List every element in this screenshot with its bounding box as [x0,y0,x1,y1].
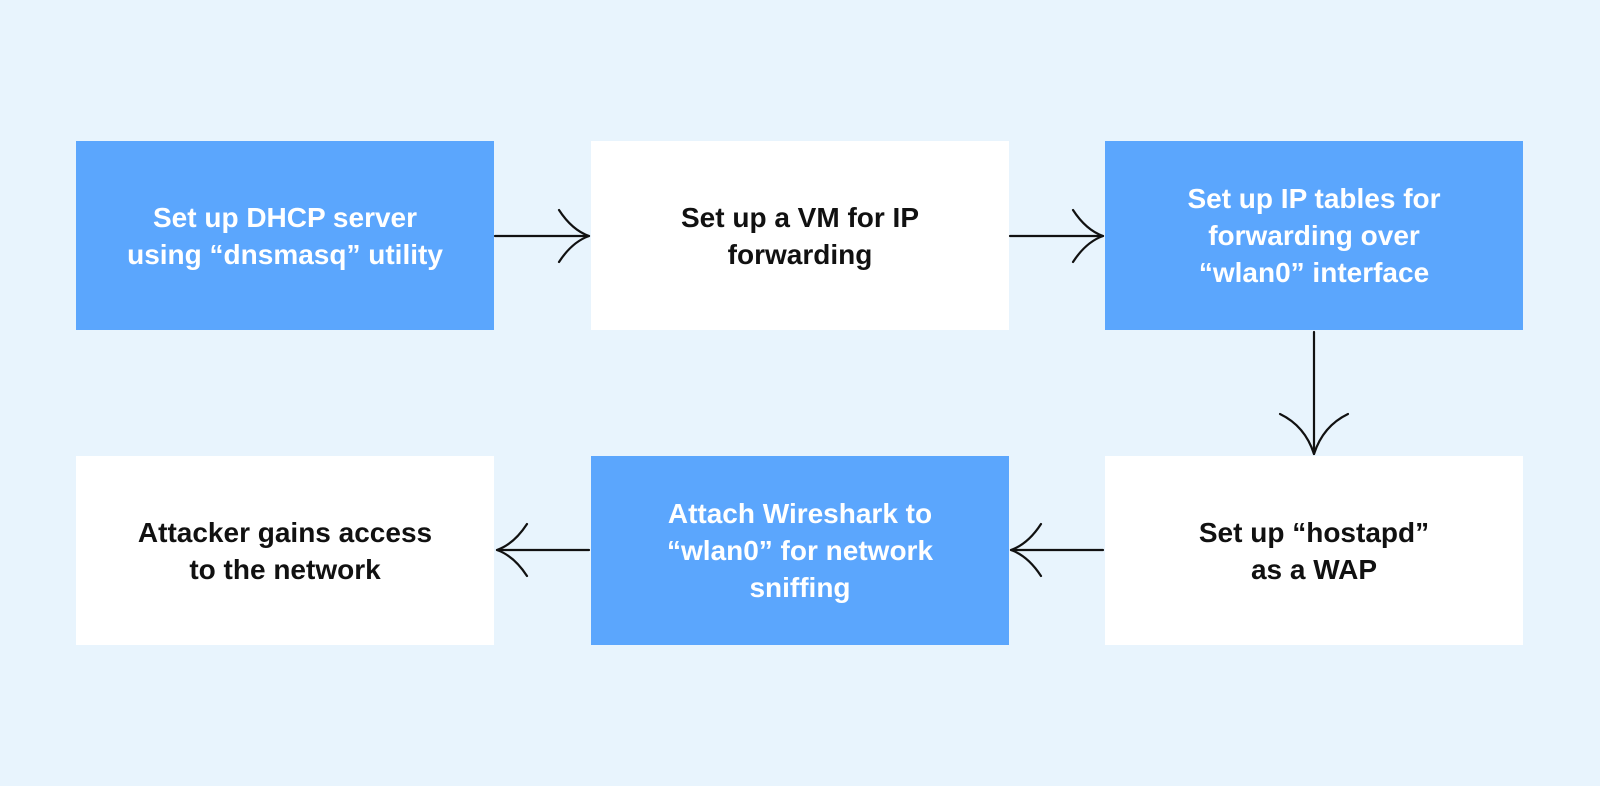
step-5-box: Attach Wireshark to “wlan0” for network … [591,456,1009,645]
arrow-step4-to-step5 [1009,522,1105,578]
step-2-box: Set up a VM for IP forwarding [591,141,1009,330]
step-2-label: Set up a VM for IP forwarding [680,201,920,270]
step-3-label: Set up IP tables for forwarding over “wl… [1187,183,1441,288]
arrow-step1-to-step2 [493,208,591,264]
step-1-label: Set up DHCP server using “dnsmasq” utili… [127,201,443,270]
arrow-step5-to-step6 [495,522,591,578]
arrow-step3-to-step4 [1278,330,1350,456]
step-4-box: Set up “hostapd” as a WAP [1105,456,1523,645]
step-5-label: Attach Wireshark to “wlan0” for network … [666,498,934,603]
step-1-box: Set up DHCP server using “dnsmasq” utili… [76,141,494,330]
arrow-step2-to-step3 [1008,208,1105,264]
step-4-label: Set up “hostapd” as a WAP [1198,516,1430,585]
step-3-box: Set up IP tables for forwarding over “wl… [1105,141,1523,330]
step-6-label: Attacker gains access to the network [137,516,433,585]
step-6-box: Attacker gains access to the network [76,456,494,645]
